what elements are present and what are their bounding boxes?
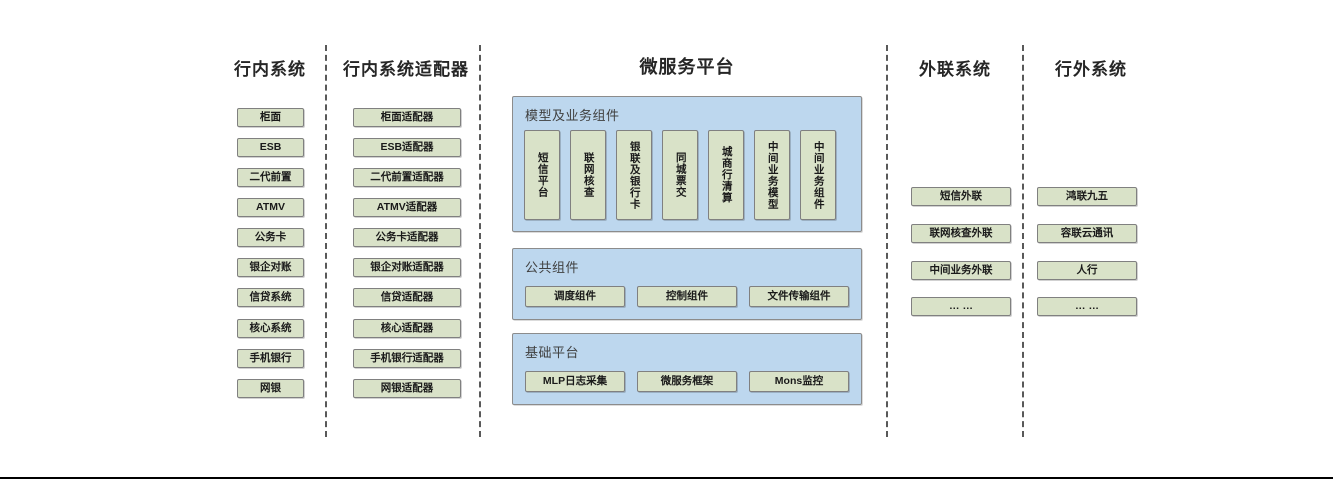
column-divider-3: [886, 45, 888, 437]
node-external-link-system[interactable]: 中间业务外联: [911, 261, 1011, 280]
node-model-component[interactable]: 银联及银行卡: [616, 130, 652, 220]
node-in-bank-system[interactable]: 公务卡: [237, 228, 304, 247]
node-external-link-system-more[interactable]: … …: [911, 297, 1011, 316]
node-base-platform-component[interactable]: Mons监控: [749, 371, 849, 392]
node-outside-bank-system[interactable]: 鸿联九五: [1037, 187, 1137, 206]
panel-label-public-components: 公共组件: [525, 260, 580, 275]
node-in-bank-adapter[interactable]: 公务卡适配器: [353, 228, 461, 247]
node-in-bank-system[interactable]: 柜面: [237, 108, 304, 127]
node-in-bank-system[interactable]: ATMV: [237, 198, 304, 217]
node-model-component[interactable]: 同城票交: [662, 130, 698, 220]
node-outside-bank-system-more[interactable]: … …: [1037, 297, 1137, 316]
panel-base-platform: 基础平台: [512, 333, 862, 405]
column-title-outside-bank-systems: 行外系统: [1055, 60, 1127, 79]
node-in-bank-system[interactable]: 银企对账: [237, 258, 304, 277]
node-in-bank-adapter[interactable]: 网银适配器: [353, 379, 461, 398]
bottom-divider: [0, 477, 1333, 479]
node-in-bank-system[interactable]: ESB: [237, 138, 304, 157]
node-in-bank-system[interactable]: 信贷系统: [237, 288, 304, 307]
node-outside-bank-system[interactable]: 容联云通讯: [1037, 224, 1137, 243]
node-base-platform-component[interactable]: 微服务框架: [637, 371, 737, 392]
column-divider-2: [479, 45, 481, 437]
node-in-bank-adapter[interactable]: 信贷适配器: [353, 288, 461, 307]
node-in-bank-adapter[interactable]: 二代前置适配器: [353, 168, 461, 187]
panel-label-model-business-components: 模型及业务组件: [525, 108, 620, 123]
node-in-bank-system[interactable]: 核心系统: [237, 319, 304, 338]
node-in-bank-adapter[interactable]: ESB适配器: [353, 138, 461, 157]
node-public-component[interactable]: 控制组件: [637, 286, 737, 307]
node-model-component[interactable]: 城商行清算: [708, 130, 744, 220]
column-divider-1: [325, 45, 327, 437]
node-in-bank-adapter[interactable]: 银企对账适配器: [353, 258, 461, 277]
node-model-component[interactable]: 联网核查: [570, 130, 606, 220]
node-model-component[interactable]: 中间业务模型: [754, 130, 790, 220]
panel-public-components: 公共组件: [512, 248, 862, 320]
node-in-bank-system[interactable]: 网银: [237, 379, 304, 398]
column-title-external-link-systems: 外联系统: [919, 60, 991, 79]
node-model-component[interactable]: 中间业务组件: [800, 130, 836, 220]
node-outside-bank-system[interactable]: 人行: [1037, 261, 1137, 280]
node-model-component[interactable]: 短信平台: [524, 130, 560, 220]
node-in-bank-adapter[interactable]: ATMV适配器: [353, 198, 461, 217]
column-title-in-bank-adapters: 行内系统适配器: [343, 60, 469, 79]
node-base-platform-component[interactable]: MLP日志采集: [525, 371, 625, 392]
node-external-link-system[interactable]: 联网核查外联: [911, 224, 1011, 243]
panel-label-base-platform: 基础平台: [525, 345, 580, 360]
column-title-microservice-platform: 微服务平台: [639, 57, 735, 77]
node-in-bank-adapter[interactable]: 手机银行适配器: [353, 349, 461, 368]
node-external-link-system[interactable]: 短信外联: [911, 187, 1011, 206]
node-public-component[interactable]: 调度组件: [525, 286, 625, 307]
column-title-in-bank-systems: 行内系统: [234, 60, 306, 79]
node-in-bank-system[interactable]: 二代前置: [237, 168, 304, 187]
node-in-bank-system[interactable]: 手机银行: [237, 349, 304, 368]
node-in-bank-adapter[interactable]: 柜面适配器: [353, 108, 461, 127]
column-divider-4: [1022, 45, 1024, 437]
node-public-component[interactable]: 文件传输组件: [749, 286, 849, 307]
node-in-bank-adapter[interactable]: 核心适配器: [353, 319, 461, 338]
